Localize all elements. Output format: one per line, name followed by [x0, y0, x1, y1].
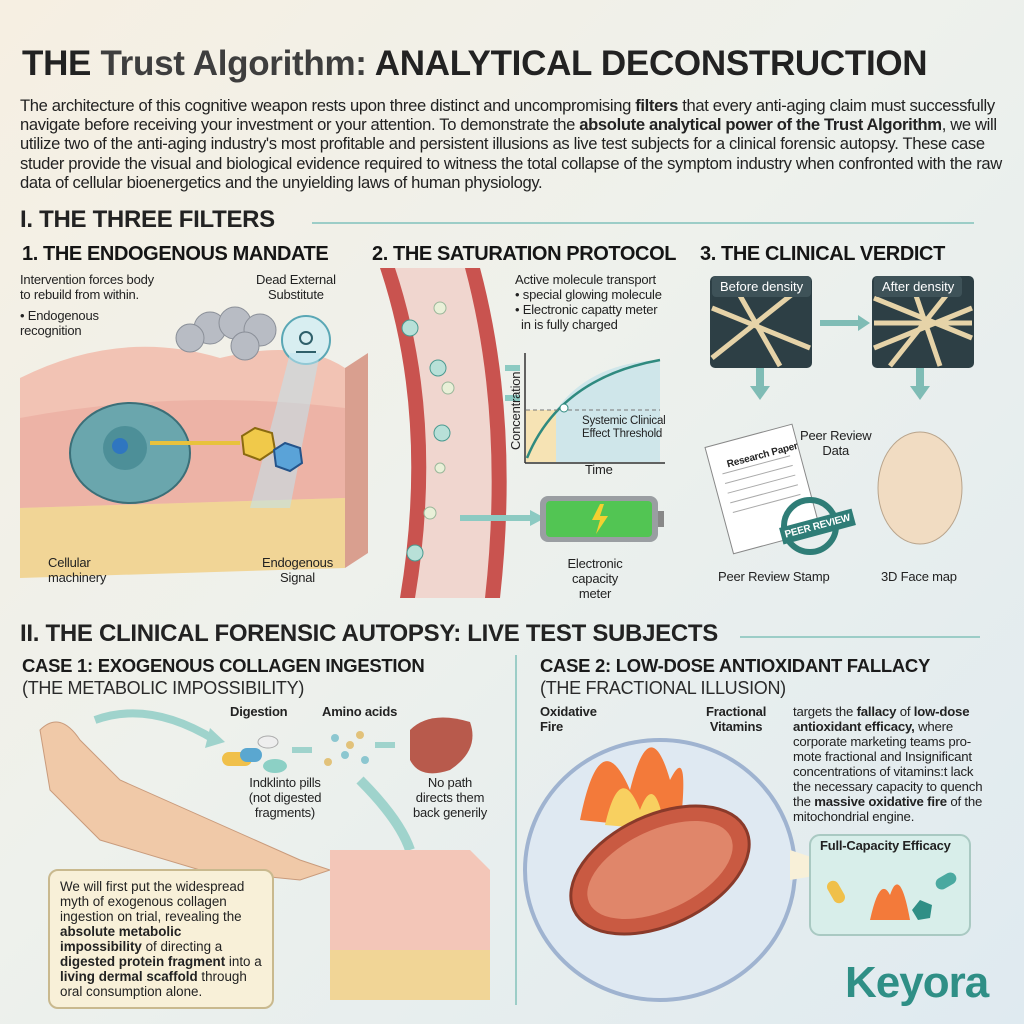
text: in is fully charged: [521, 317, 618, 332]
filter-1-title: 1. THE ENDOGENOUS MANDATE: [22, 243, 329, 265]
text: where corporate marketing teams pro-mote…: [793, 719, 983, 809]
text: fragments): [254, 805, 316, 820]
label-stamp: Peer Review Stamp: [718, 569, 830, 584]
text: Systemic Clinical: [582, 415, 666, 427]
text: machinery: [48, 570, 107, 585]
collagen-digestion-illustration: [39, 709, 490, 1000]
text: Oxidative: [540, 704, 597, 719]
text: of directing a: [141, 939, 223, 954]
label-transport: Active molecule transport• special glowi…: [515, 272, 662, 332]
blood-vessel-illustration: [380, 268, 665, 598]
efficacy-panel-title: Full-Capacity Efficacy: [820, 838, 951, 853]
text: • Electronic capatty meter: [515, 302, 658, 317]
label-face-map: 3D Face map: [881, 569, 957, 584]
bold-text: digested protein fragment: [60, 954, 226, 969]
text: Fractional: [706, 704, 767, 719]
bold-text: low-dose antioxidant efficacy,: [793, 704, 970, 734]
text: Cellular: [48, 555, 91, 570]
text: (not digested: [248, 790, 322, 805]
text: Data: [822, 443, 850, 458]
text: Indklinto pills: [249, 775, 321, 790]
text: No path: [427, 775, 473, 790]
divider: [740, 636, 980, 638]
text: capacity meter: [571, 571, 619, 601]
text: Peer Review: [800, 428, 872, 443]
text: • special glowing molecule: [515, 287, 662, 302]
title-part: THE: [22, 44, 101, 83]
divider: [515, 655, 517, 1005]
text: Active molecule transport: [515, 272, 656, 287]
text: into a: [225, 954, 262, 969]
text: • Endogenous: [20, 308, 99, 323]
text: Fire: [540, 719, 564, 734]
divider: [312, 222, 974, 224]
text: Endogenous: [262, 555, 334, 570]
title-part: ANALYTICAL DECONSTRUCTION: [366, 44, 928, 83]
bold-text: living dermal scaffold: [60, 969, 198, 984]
label-amino-acids: Amino acids: [322, 704, 398, 719]
mitochondria-illustration: [523, 738, 971, 1002]
case-1-subtitle: (THE METABOLIC IMPOSSIBILITY): [22, 678, 305, 698]
text: targets the: [793, 704, 857, 719]
text: Dead External: [256, 272, 336, 287]
text: Signal: [280, 570, 315, 585]
text: Electronic: [567, 556, 623, 571]
keyora-logo: Keyora: [845, 958, 989, 1007]
text: , we will utilize two of the anti-aging …: [20, 115, 1002, 192]
case-2-description: targets the fallacy of low-dose antioxid…: [793, 704, 993, 824]
text: directs them: [415, 790, 485, 805]
label-digestion: Digestion: [230, 704, 288, 719]
text: through oral consumption alone.: [60, 969, 247, 999]
text: back generily: [413, 805, 487, 820]
chart-y-axis-label: Concentration: [508, 371, 523, 450]
section-heading-filters: I. THE THREE FILTERS: [20, 206, 275, 233]
after-density-label: After density: [874, 276, 963, 297]
bold-text: massive oxidative fire: [814, 794, 947, 809]
section-heading-autopsy: II. THE CLINICAL FORENSIC AUTOPSY: LIVE …: [20, 620, 718, 647]
filter-2-title: 2. THE SATURATION PROTOCOL: [372, 243, 677, 265]
text: of: [896, 704, 914, 719]
bold-text: filters: [635, 96, 678, 115]
text: The architecture of this cognitive weapo…: [20, 96, 636, 115]
chart-x-axis-label: Time: [585, 462, 613, 477]
text: recognition: [20, 323, 82, 338]
case-1-callout: We will first put the widespread myth of…: [48, 869, 274, 1009]
case-1-title: CASE 1: EXOGENOUS COLLAGEN INGESTION: [22, 655, 425, 676]
title-part: Trust Algorithm:: [100, 44, 367, 83]
text: Intervention forces body: [20, 272, 154, 287]
case-2-subtitle: (THE FRACTIONAL ILLUSION): [540, 678, 786, 698]
page-title: THE Trust Algorithm: ANALYTICAL DECONSTR…: [22, 44, 928, 84]
text: that every anti-aging claim must success…: [20, 96, 995, 135]
text: Effect Threshold: [582, 428, 663, 440]
text: We will first put the widespread myth of…: [60, 879, 245, 924]
text: Vitamins: [709, 719, 763, 734]
bold-text: absolute metabolic impossibility: [60, 924, 182, 954]
text: to rebuild from within.: [20, 287, 139, 302]
intro-paragraph: The architecture of this cognitive weapo…: [20, 96, 1010, 192]
bold-text: fallacy: [856, 704, 897, 719]
bold-text: absolute analytical power of the Trust A…: [579, 115, 942, 135]
text: of the mitochondrial engine.: [793, 794, 983, 824]
text: Substitute: [267, 287, 324, 302]
filter-3-title: 3. THE CLINICAL VERDICT: [700, 243, 945, 265]
before-density-label: Before density: [712, 276, 812, 297]
skin-cell-illustration: [20, 306, 368, 578]
case-2-title: CASE 2: LOW-DOSE ANTIOXIDANT FALLACY: [540, 655, 931, 676]
